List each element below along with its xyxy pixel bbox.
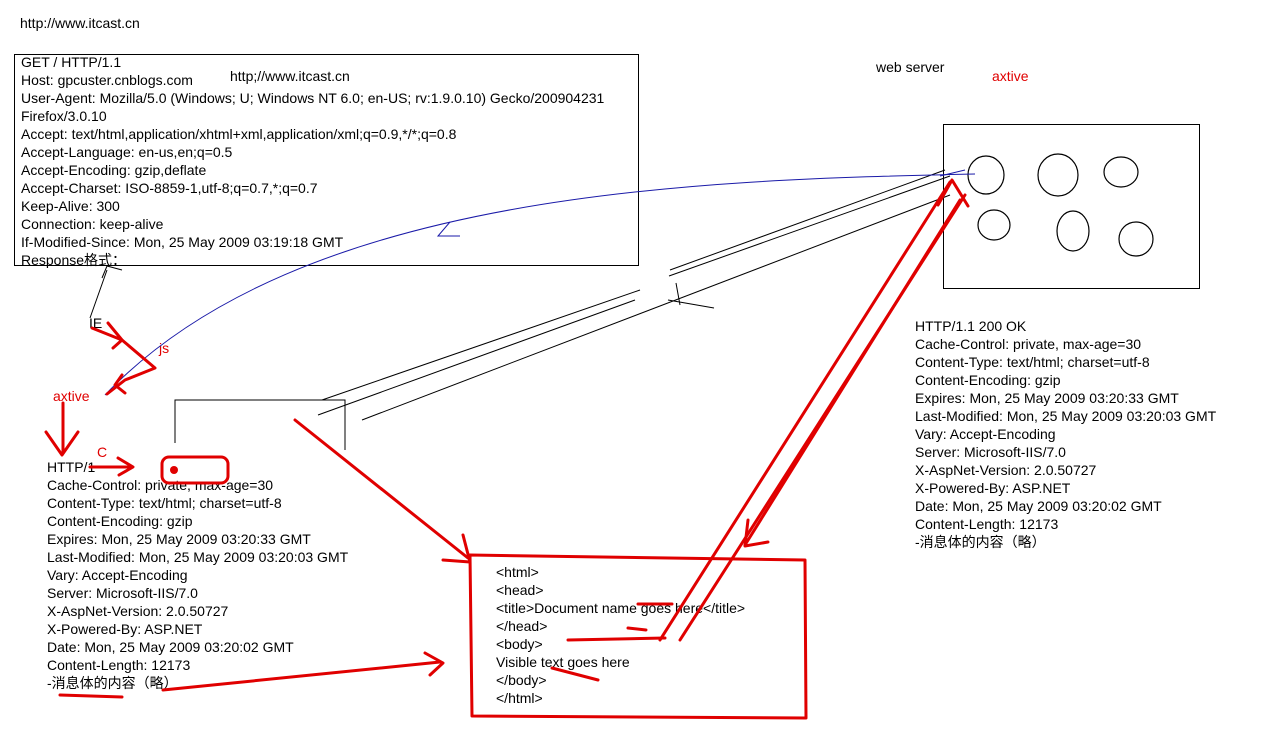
- response-line: -消息体的内容（略）: [47, 675, 178, 691]
- bracket-line: [174, 399, 346, 450]
- red-js-arrow-head: [106, 321, 124, 350]
- html-line: Visible text goes here: [496, 654, 630, 670]
- html-line: <head>: [496, 582, 544, 598]
- red-dot: [170, 466, 178, 474]
- blue-arrow-curve: [104, 173, 976, 396]
- connection-line: [317, 299, 636, 416]
- response-line: Content-Type: text/html; charset=utf-8: [915, 354, 1150, 370]
- request-line: Host: gpcuster.cnblogs.com: [21, 72, 193, 88]
- response-line: -消息体的内容（略）: [915, 534, 1046, 550]
- red-up-arrow-head: [936, 178, 970, 208]
- html-line: </head>: [496, 618, 548, 634]
- html-line: <body>: [496, 636, 543, 652]
- blue-arrow-tail: [939, 169, 966, 177]
- request-line: Connection: keep-alive: [21, 216, 164, 232]
- response-line: Date: Mon, 25 May 2009 03:20:02 GMT: [47, 639, 294, 655]
- red-up-line-left: [658, 180, 952, 642]
- request-line: Response格式：: [21, 252, 127, 268]
- response-line: Content-Type: text/html; charset=utf-8: [47, 495, 282, 511]
- response-line: X-AspNet-Version: 2.0.50727: [47, 603, 229, 619]
- response-line: Content-Encoding: gzip: [915, 372, 1061, 388]
- request-lines: GET / HTTP/1.1 Host: gpcuster.cnblogs.co…: [21, 53, 604, 269]
- response-line: Content-Length: 12173: [47, 657, 191, 673]
- response-line: HTTP/1: [47, 459, 96, 475]
- server-node-circle: [977, 209, 1011, 241]
- connection-line: [361, 194, 951, 421]
- c-label: C: [97, 444, 108, 460]
- html-line: </html>: [496, 690, 543, 706]
- response-line: Vary: Accept-Encoding: [47, 567, 188, 583]
- response-right-lines: HTTP/1.1 200 OK Cache-Control: private, …: [915, 317, 1216, 551]
- html-line: </body>: [496, 672, 547, 688]
- response-line: X-AspNet-Version: 2.0.50727: [915, 462, 1097, 478]
- red-bottom-arrow-head: [423, 651, 445, 677]
- response-line: Expires: Mon, 25 May 2009 03:20:33 GMT: [47, 531, 311, 547]
- js-label: js: [159, 340, 170, 356]
- response-line: X-Powered-By: ASP.NET: [47, 621, 203, 637]
- red-bottom-arrow: [161, 660, 442, 692]
- red-axtive-arrow-head: [113, 373, 127, 395]
- request-line: Firefox/3.0.10: [21, 108, 107, 124]
- red-underline-small: [626, 626, 648, 632]
- response-line: Cache-Control: private, max-age=30: [915, 336, 1142, 352]
- server-node-circle: [1037, 153, 1079, 197]
- red-underline-head: [566, 636, 667, 642]
- server-node-circle: [1056, 210, 1090, 252]
- connection-lines: [89, 169, 951, 450]
- top-url: http://www.itcast.cn: [20, 15, 140, 31]
- server-axtive-label: axtive: [992, 68, 1029, 84]
- red-underline-body: [550, 666, 600, 682]
- response-line: X-Powered-By: ASP.NET: [915, 480, 1071, 496]
- request-box: [14, 54, 639, 266]
- response-line: Cache-Control: private, max-age=30: [47, 477, 274, 493]
- red-highlight-box: [160, 455, 230, 485]
- response-line: Vary: Accept-Encoding: [915, 426, 1056, 442]
- red-right-arrow-head: [116, 456, 135, 477]
- web-server-label: web server: [876, 59, 945, 75]
- response-line: HTTP/1.1 200 OK: [915, 318, 1027, 334]
- request-line: If-Modified-Since: Mon, 25 May 2009 03:1…: [21, 234, 344, 250]
- request-line: Accept-Charset: ISO-8859-1,utf-8;q=0.7,*…: [21, 180, 318, 196]
- red-line-from-server: [743, 198, 962, 547]
- html-line: <html>: [496, 564, 539, 580]
- connection-line: [669, 169, 946, 271]
- request-line: Keep-Alive: 300: [21, 198, 120, 214]
- response-line: Server: Microsoft-IIS/7.0: [47, 585, 198, 601]
- server-nodes: [967, 153, 1154, 257]
- server-node-circle: [1103, 156, 1139, 188]
- request-line: Accept-Language: en-us,en;q=0.5: [21, 144, 233, 160]
- response-line: Content-Encoding: gzip: [47, 513, 193, 529]
- red-down-arrow-head: [44, 430, 80, 457]
- red-server-arrow-head: [743, 518, 770, 548]
- cursor-mark: [667, 282, 715, 309]
- red-annotations: [44, 178, 970, 720]
- request-line: GET / HTTP/1.1: [21, 54, 122, 70]
- blue-arrow: [104, 169, 976, 396]
- red-diagonal-arrow: [293, 418, 470, 560]
- request-line: User-Agent: Mozilla/5.0 (Windows; U; Win…: [21, 90, 605, 106]
- response-line: Last-Modified: Mon, 25 May 2009 03:20:03…: [915, 408, 1217, 424]
- request-line: Accept: text/html,application/xhtml+xml,…: [21, 126, 457, 142]
- blue-arrow-head: [436, 221, 460, 237]
- response-line: Last-Modified: Mon, 25 May 2009 03:20:03…: [47, 549, 349, 565]
- response-line: Expires: Mon, 25 May 2009 03:20:33 GMT: [915, 390, 1179, 406]
- response-line: Date: Mon, 25 May 2009 03:20:02 GMT: [915, 498, 1162, 514]
- server-node-circle: [1118, 221, 1154, 257]
- html-document-box: [468, 553, 808, 720]
- server-node-circle: [967, 155, 1005, 195]
- response-line: Content-Length: 12173: [915, 516, 1059, 532]
- red-underline: [58, 693, 124, 699]
- red-js-arrow: [90, 326, 157, 396]
- inner-url: http;//www.itcast.cn: [230, 68, 350, 84]
- axtive-label: axtive: [53, 388, 90, 404]
- web-server-box: [943, 124, 1200, 289]
- connection-line: [321, 289, 641, 401]
- response-line: Server: Microsoft-IIS/7.0: [915, 444, 1066, 460]
- response-left-lines: HTTP/1 Cache-Control: private, max-age=3…: [47, 458, 348, 692]
- request-line: Accept-Encoding: gzip,deflate: [21, 162, 207, 178]
- ie-arrow: [89, 265, 123, 319]
- connection-line: [668, 175, 951, 277]
